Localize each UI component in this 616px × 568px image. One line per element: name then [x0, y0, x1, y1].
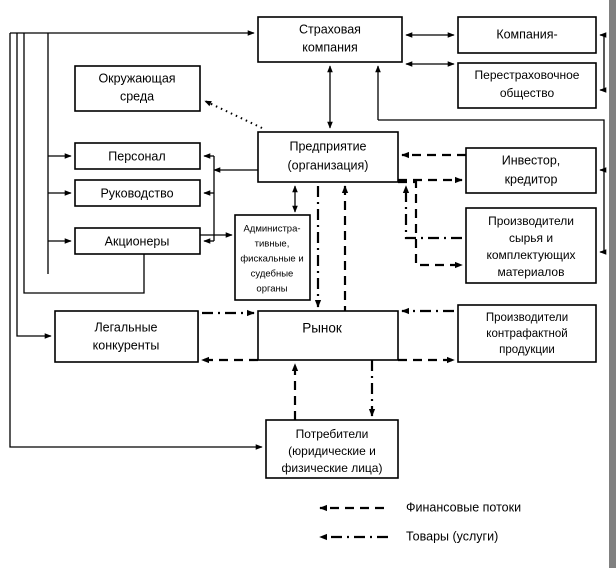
nodes: Страховая компания Компания- Перестрахов… [54, 16, 597, 479]
scrollbar[interactable] [609, 0, 616, 568]
node-company-line-0: Компания- [496, 27, 557, 41]
edges-dotted [204, 100, 263, 129]
node-consumers-line-1: (юридические и [288, 444, 376, 458]
node-investor-line-0: Инвестор, [502, 153, 561, 167]
node-reinsurance[interactable]: Перестраховочное общество [457, 62, 597, 109]
edges-solid [9, 30, 607, 450]
node-authorities-line-1: тивные, [255, 239, 290, 250]
node-market[interactable]: Рынок [257, 310, 399, 361]
node-suppliers-line-2: комплектующих [486, 248, 575, 262]
node-counterfeiters[interactable]: Производители контрафактной продукции [457, 304, 597, 363]
node-insurance-line-1: компания [302, 40, 358, 54]
node-counterfeiters-line-2: продукции [499, 344, 555, 356]
node-enterprise-line-0: Предприятие [289, 139, 366, 153]
legend-label-goods-services: Товары (услуги) [406, 529, 498, 543]
node-shareholders-line-0: Акционеры [105, 234, 170, 248]
edges-dashdot-goods [202, 185, 462, 417]
legend-label-financial-flows: Финансовые потоки [406, 500, 521, 514]
node-company[interactable]: Компания- [457, 16, 597, 54]
node-management-line-0: Руководство [100, 186, 173, 200]
node-suppliers-line-0: Производители [488, 214, 574, 228]
node-counterfeiters-line-1: контрафактной [486, 328, 567, 340]
node-competitors-line-1: конкуренты [93, 338, 160, 352]
node-suppliers-line-1: сырья и [509, 231, 553, 245]
node-competitors-line-0: Легальные [94, 320, 157, 334]
node-investor[interactable]: Инвестор, кредитор [465, 147, 597, 194]
legend-item-goods-services: Товары (услуги) [319, 529, 498, 543]
node-competitors[interactable]: Легальные конкуренты [54, 310, 199, 363]
node-insurance-line-0: Страховая [299, 22, 361, 36]
edge-enterprise-to-suppliers [398, 180, 463, 269]
node-suppliers[interactable]: Производители сырья и комплектующих мате… [465, 207, 597, 284]
edge-bus-competitors [16, 33, 52, 339]
node-authorities-line-3: судебные [251, 269, 294, 280]
node-authorities-line-0: Администра- [243, 224, 300, 235]
edge-suppliers-to-enterprise [402, 185, 462, 240]
node-environment-line-1: среда [120, 89, 154, 103]
node-environment[interactable]: Окружающая среда [74, 65, 201, 112]
node-management[interactable]: Руководство [74, 179, 201, 207]
edge-right-trunk-suppliers [599, 148, 607, 255]
node-authorities-line-4: органы [256, 284, 287, 295]
node-shareholders[interactable]: Акционеры [74, 227, 201, 255]
edge-enterprise-environment-dotted [204, 100, 263, 129]
legend-item-financial-flows: Финансовые потоки [319, 500, 521, 514]
node-consumers-line-2: физические лица) [282, 461, 383, 475]
node-insurance[interactable]: Страховая компания [257, 16, 403, 63]
node-personnel[interactable]: Персонал [74, 142, 201, 170]
node-personnel-line-0: Персонал [108, 149, 165, 163]
node-authorities[interactable]: Администра- тивные, фискальные и судебны… [234, 214, 311, 301]
node-consumers[interactable]: Потребители (юридические и физические ли… [265, 419, 399, 479]
edge-bus-outer-consumers [9, 33, 263, 450]
node-suppliers-line-3: материалов [498, 265, 565, 279]
edge-enterprise-up-insurance-leg [378, 119, 605, 148]
legend: Финансовые потоки Товары (услуги) [319, 500, 521, 543]
node-market-line-0: Рынок [302, 321, 342, 336]
node-investor-line-1: кредитор [505, 172, 558, 186]
node-enterprise[interactable]: Предприятие (организация) [257, 131, 399, 183]
node-reinsurance-line-1: общество [500, 86, 555, 100]
edge-company-right-loop [599, 35, 607, 93]
node-counterfeiters-line-0: Производители [486, 312, 568, 324]
node-enterprise-line-1: (организация) [288, 158, 369, 172]
node-consumers-line-0: Потребители [296, 427, 369, 441]
node-environment-line-0: Окружающая [98, 71, 175, 85]
node-reinsurance-line-0: Перестраховочное [475, 68, 580, 82]
node-authorities-line-2: фискальные и [240, 254, 303, 265]
edges-dashed-financial [201, 151, 466, 420]
